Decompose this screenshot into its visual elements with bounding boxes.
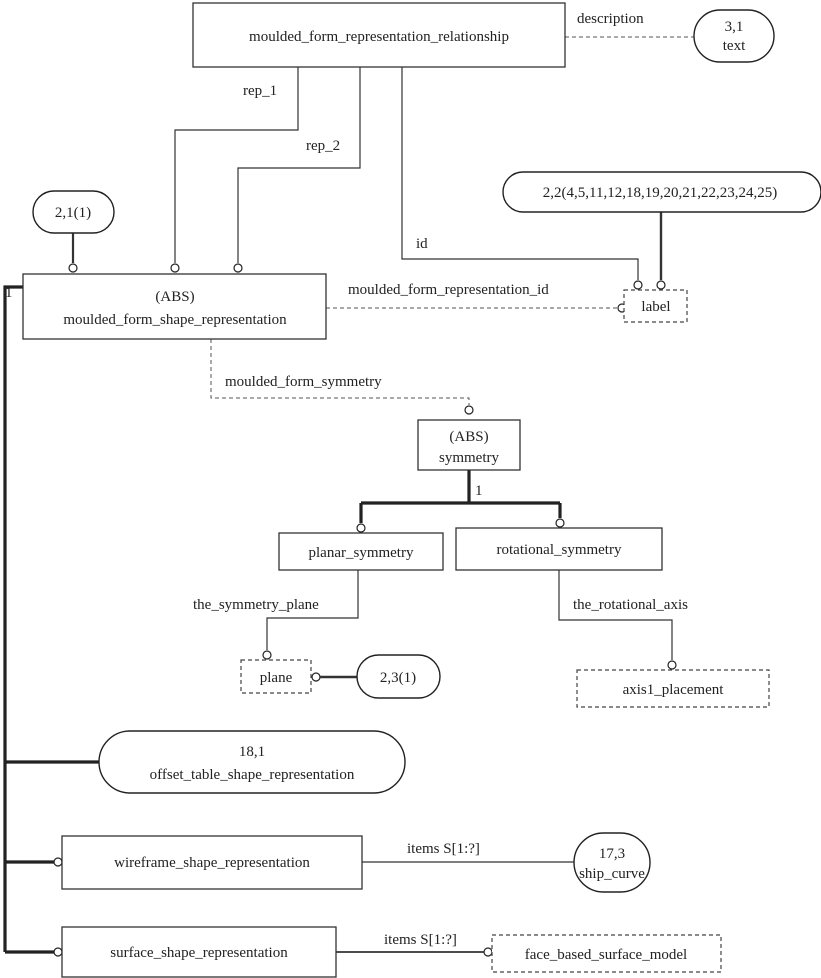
relationship-entity[interactable]: moulded_form_representation_relationship <box>192 2 566 68</box>
offset-table-ref[interactable]: 18,1 offset_table_shape_representation <box>98 730 406 794</box>
rep-2-circle <box>233 263 243 273</box>
ref-22-page: 2,2(4,5,11,12,18,19,20,21,22,23,24,25) <box>543 185 777 201</box>
wire-items-label: items S[1:?] <box>407 841 480 857</box>
rep-1-circle <box>170 263 180 273</box>
ship-curve-name: ship_curve <box>579 866 645 882</box>
shape-rep-subtype-spine <box>3 285 23 952</box>
surface-entity[interactable]: surface_shape_representation <box>61 926 337 978</box>
ref-21-page: 2,1(1) <box>55 205 91 221</box>
face-model-name: face_based_surface_model <box>525 947 687 963</box>
symmetry-plane-connector <box>266 570 359 650</box>
symmetry-name: symmetry <box>439 450 499 466</box>
surf-items-label: items S[1:?] <box>384 932 457 948</box>
id-connector <box>401 67 639 280</box>
shape-rep-name: moulded_form_shape_representation <box>63 312 287 328</box>
id-circle <box>633 280 643 290</box>
shape-rep-cardinality: 1 <box>5 285 13 301</box>
rotational-axis-circle <box>667 660 677 670</box>
symmetry-plane-circle <box>262 650 272 660</box>
rep-1-label: rep_1 <box>243 83 277 99</box>
rep-2-connector <box>237 67 361 263</box>
rep-1-connector <box>174 67 299 263</box>
planar-symmetry-entity[interactable]: planar_symmetry <box>278 532 444 571</box>
axis1-placement-name: axis1_placement <box>623 682 725 698</box>
shape-rep-entity[interactable]: (ABS) moulded_form_shape_representation <box>22 273 327 340</box>
ref-22[interactable]: 2,2(4,5,11,12,18,19,20,21,22,23,24,25) <box>502 171 821 213</box>
shape-rep-abs: (ABS) <box>155 289 194 305</box>
label-type-name: label <box>641 299 670 315</box>
id-label: id <box>416 236 428 252</box>
wireframe-subtype-circle <box>53 857 63 867</box>
ship-curve-page: 17,3 <box>599 846 625 862</box>
rotational-symmetry-entity[interactable]: rotational_symmetry <box>455 527 663 571</box>
symmetry-circle <box>464 405 474 415</box>
symmetry-connector <box>210 339 470 405</box>
surface-name: surface_shape_representation <box>110 945 288 961</box>
surf-items-circle <box>483 947 493 957</box>
ref-22-circle <box>656 280 666 290</box>
ref-23[interactable]: 2,3(1) <box>356 654 441 699</box>
planar-symmetry-name: planar_symmetry <box>309 545 414 561</box>
rotational-axis-label: the_rotational_axis <box>573 597 688 613</box>
ref-21-circle <box>68 263 78 273</box>
text-ref-name: text <box>723 38 746 54</box>
ref-21[interactable]: 2,1(1) <box>32 190 115 234</box>
offset-ref-page: 18,1 <box>239 744 265 760</box>
ref-23-page: 2,3(1) <box>380 670 416 686</box>
offset-ref-name: offset_table_shape_representation <box>150 767 355 783</box>
label-type[interactable]: label <box>623 289 688 323</box>
rotational-symmetry-name: rotational_symmetry <box>497 542 622 558</box>
relationship-name: moulded_form_representation_relationship <box>249 29 509 45</box>
surface-subtype-circle <box>53 947 63 957</box>
text-ref-page: 3,1 <box>725 19 744 35</box>
wireframe-name: wireframe_shape_representation <box>114 855 310 871</box>
axis1-placement-type[interactable]: axis1_placement <box>576 669 770 708</box>
symmetry-plane-label: the_symmetry_plane <box>193 597 319 613</box>
rotational-subtype-circle <box>555 518 565 528</box>
symmetry-abs: (ABS) <box>449 429 488 445</box>
rep-2-label: rep_2 <box>306 138 340 154</box>
wireframe-entity[interactable]: wireframe_shape_representation <box>61 835 363 890</box>
planar-subtype-circle <box>356 523 366 533</box>
plane-type-name: plane <box>260 670 293 686</box>
plane-ref-circle <box>311 672 321 682</box>
representation-id-label: moulded_form_representation_id <box>348 282 549 298</box>
rotational-axis-connector <box>558 570 673 660</box>
text-ref[interactable]: 3,1 text <box>693 9 775 63</box>
ship-curve-ref[interactable]: 17,3 ship_curve <box>573 832 651 893</box>
face-based-surface-model-type[interactable]: face_based_surface_model <box>491 934 722 973</box>
symmetry-entity[interactable]: (ABS) symmetry <box>417 419 521 471</box>
symmetry-cardinality: 1 <box>475 483 483 499</box>
plane-type[interactable]: plane <box>240 659 312 694</box>
moulded-form-symmetry-label: moulded_form_symmetry <box>225 374 382 390</box>
description-label: description <box>577 11 644 27</box>
